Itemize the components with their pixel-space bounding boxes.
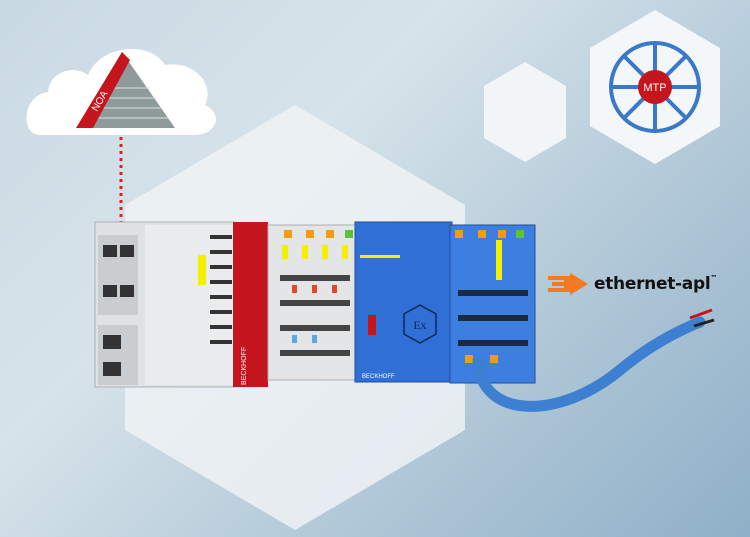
mtp-hexagon: MTP <box>590 10 720 164</box>
ethernet-apl-logo: ethernet-apl™ <box>548 273 717 295</box>
mtp-label: MTP <box>643 82 666 94</box>
apl-cable <box>472 316 706 412</box>
apl-text: ethernet-apl <box>594 274 711 294</box>
embedded-pc: BECKHOFF <box>94 221 268 388</box>
cpu-brand: BECKHOFF <box>241 347 248 385</box>
noa-cloud: NOA <box>26 48 216 135</box>
terminal-brand: BECKHOFF <box>362 374 395 380</box>
trademark: ™ <box>710 274 718 282</box>
apl-label: ethernet-apl™ <box>594 274 717 294</box>
apl-arrow-icon <box>548 273 588 295</box>
ex-symbol: Ex <box>413 318 426 332</box>
small-hexagon <box>484 62 566 162</box>
io-terminals-blue <box>449 224 536 384</box>
ex-barrier-module: Ex BECKHOFF <box>354 221 453 383</box>
io-terminals-grey <box>267 224 357 381</box>
